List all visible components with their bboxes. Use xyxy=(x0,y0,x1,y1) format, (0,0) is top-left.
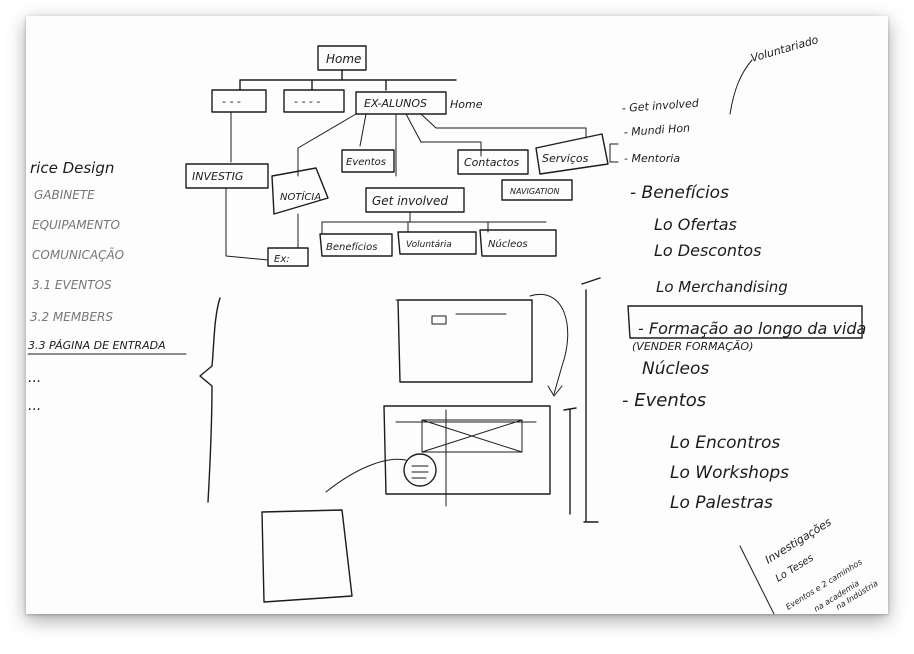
right-item-3: - Mentoria xyxy=(624,152,680,165)
right-list: Voluntariado - Get involved - Mundi Hon … xyxy=(609,33,866,513)
right-item-9: (VENDER FORMAÇÃO) xyxy=(632,340,753,353)
node-label-ex: Ex: xyxy=(274,254,290,265)
right-item-12: Lo Encontros xyxy=(670,433,780,453)
home-label: Home xyxy=(326,52,361,66)
right-item-4: - Benefícios xyxy=(630,183,729,203)
whiteboard-drawing: Home - - - - - - - EX-ALUNOS Home INVEST… xyxy=(27,33,880,614)
node-box-navigation xyxy=(501,179,573,201)
node-label-noticia: NOTÍCIA xyxy=(280,190,321,203)
subnode-box-nucleos xyxy=(479,229,557,257)
subnode-box-voluntaria xyxy=(397,231,477,255)
left-list-item-1: GABINETE xyxy=(34,188,95,202)
node-label-contactos: Contactos xyxy=(464,156,520,169)
corner-note: Investigações Lo Teses Eventos e 2 camin… xyxy=(739,515,880,614)
node-box-eventos xyxy=(341,149,395,173)
right-item-8: - Formação ao longo da vida xyxy=(638,319,866,338)
subnode-label-voluntaria: Voluntária xyxy=(406,240,452,250)
node-box-servicos xyxy=(535,133,609,175)
right-item-1: - Get involved xyxy=(621,97,700,115)
right-item-13: Lo Workshops xyxy=(670,463,789,483)
right-item-5: Lo Ofertas xyxy=(654,215,737,234)
left-list: rice Design GABINETE EQUIPAMENTO COMUNIC… xyxy=(27,159,221,503)
node-label-get-involved: Get involved xyxy=(372,194,448,208)
node-box-ex xyxy=(267,247,309,267)
left-list-item-7: ... xyxy=(28,370,41,386)
right-item-10: Núcleos xyxy=(642,359,709,379)
right-item-7: Lo Merchandising xyxy=(656,278,788,296)
sitemap: Home - - - - - - - EX-ALUNOS Home INVEST… xyxy=(185,45,609,267)
level2-label-3: EX-ALUNOS xyxy=(364,97,427,110)
left-list-item-3: COMUNICAÇÃO xyxy=(32,247,124,262)
right-item-14: Lo Palestras xyxy=(670,493,773,513)
right-item-2: - Mundi Hon xyxy=(623,121,690,139)
voluntariado-label: Voluntariado xyxy=(749,33,820,65)
subnode-box-beneficios xyxy=(319,233,393,257)
node-label-servicos: Serviços xyxy=(542,152,589,165)
node-label-eventos: Eventos xyxy=(346,157,386,168)
left-list-item-2: EQUIPAMENTO xyxy=(32,218,120,232)
right-item-11: - Eventos xyxy=(622,390,706,411)
right-item-6: Lo Descontos xyxy=(654,241,761,260)
left-brace xyxy=(199,297,221,503)
node-box-investig xyxy=(185,163,269,189)
subnode-label-nucleos: Núcleos xyxy=(488,238,528,250)
level2-label-1: - - - xyxy=(222,95,241,108)
wireframe-phone xyxy=(261,509,353,603)
left-list-item-8: ... xyxy=(28,398,41,414)
level2-box-2 xyxy=(283,89,345,113)
node-label-investig: INVESTIG xyxy=(192,170,243,183)
level2-box-3 xyxy=(355,91,447,115)
wireframes xyxy=(261,277,601,603)
level2-box-1 xyxy=(211,89,267,113)
formacao-box xyxy=(627,305,863,339)
left-list-item-6: 3.3 PÁGINA DE ENTRADA xyxy=(28,339,166,352)
node-box-contactos xyxy=(457,149,529,175)
left-list-title: rice Design xyxy=(30,159,114,177)
level2-label-4: Home xyxy=(450,98,483,111)
subnode-label-beneficios: Benefícios xyxy=(326,241,377,253)
left-list-item-5: 3.2 MEMBERS xyxy=(30,310,113,324)
whiteboard: Home - - - - - - - EX-ALUNOS Home INVEST… xyxy=(26,16,888,614)
left-list-item-4: 3.1 EVENTOS xyxy=(32,278,112,292)
node-box-get-involved xyxy=(365,187,465,213)
node-box-noticia xyxy=(271,167,329,215)
level2-label-2: - - - - xyxy=(294,95,320,108)
node-label-navigation: NAVIGATION xyxy=(510,187,560,196)
